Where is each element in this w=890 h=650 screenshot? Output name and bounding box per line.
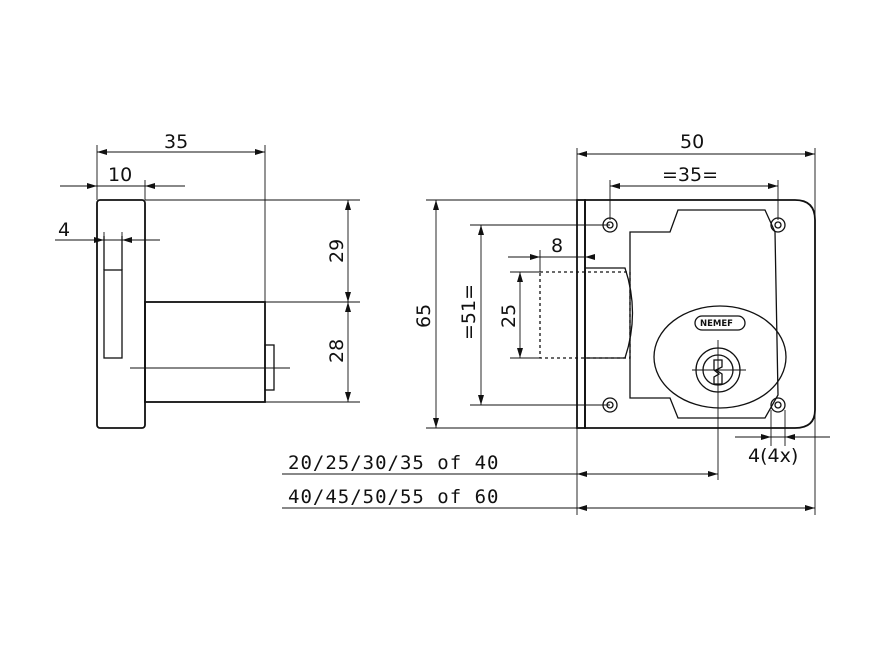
- front-case: [584, 199, 816, 429]
- dim-hole-size: 4(4x): [748, 445, 798, 467]
- front-view: NEMEF 50 =35= 8: [282, 131, 830, 515]
- side-view: 35 10 4 29 28: [55, 131, 360, 429]
- dim-4: 4: [58, 219, 70, 241]
- brand-logo-frame: [694, 315, 746, 331]
- dim-25: 25: [498, 304, 520, 328]
- front-plate-edge: [576, 199, 586, 429]
- side-body: [144, 301, 266, 403]
- dim-65: 65: [413, 304, 435, 328]
- dim-hole-spacing: =35=: [662, 164, 718, 186]
- dim-50: 50: [680, 131, 704, 153]
- dim-hole-height: =51=: [458, 284, 480, 340]
- front-bolt: [539, 271, 631, 359]
- side-plug: [264, 344, 275, 391]
- dim-28: 28: [326, 339, 348, 363]
- dim-29: 29: [326, 239, 348, 263]
- backset-row-1: 20/25/30/35 of 40: [288, 452, 499, 474]
- dim-10: 10: [108, 164, 132, 186]
- dim-8: 8: [551, 235, 563, 257]
- brand-logo: NEMEF: [700, 319, 733, 329]
- front-bolt-curve: [585, 267, 634, 359]
- keyway-icon: [713, 359, 723, 385]
- dim-35: 35: [164, 131, 188, 153]
- cylinder-escutcheon: [653, 305, 787, 409]
- side-slot: [103, 269, 123, 359]
- front-inner-plate: [629, 209, 779, 419]
- backset-row-2: 40/45/50/55 of 60: [288, 486, 499, 508]
